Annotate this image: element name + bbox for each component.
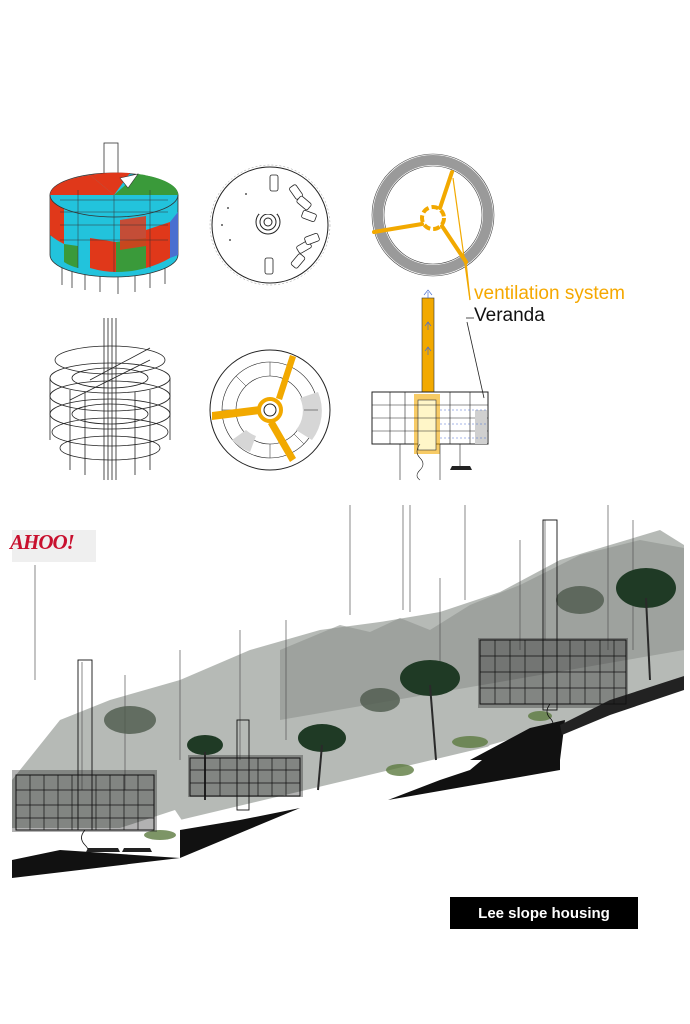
ventilation-system-label: ventilation system (474, 283, 626, 304)
building-left (12, 659, 157, 859)
palm-trees (104, 568, 676, 800)
building-middle (188, 719, 303, 811)
parking-plan-diagram (209, 164, 331, 286)
car-icons (264, 174, 320, 275)
title-plate: Lee slope housing (450, 897, 638, 929)
yahoo-logo-text: AHOO! (10, 530, 75, 554)
slope-section-drawing (12, 505, 684, 880)
building-right (478, 519, 628, 731)
section-ventilation-diagram (371, 177, 489, 481)
yahoo-logo-background (12, 530, 96, 562)
wireframe-axonometric-diagram (49, 318, 171, 480)
floor-plan-diagram (209, 349, 331, 471)
ventilation-ring-diagram (371, 153, 495, 277)
veranda-label: Veranda (474, 305, 545, 326)
colored-cylinder-diagram (49, 142, 179, 294)
drawing-title: Lee slope housing (478, 904, 610, 922)
